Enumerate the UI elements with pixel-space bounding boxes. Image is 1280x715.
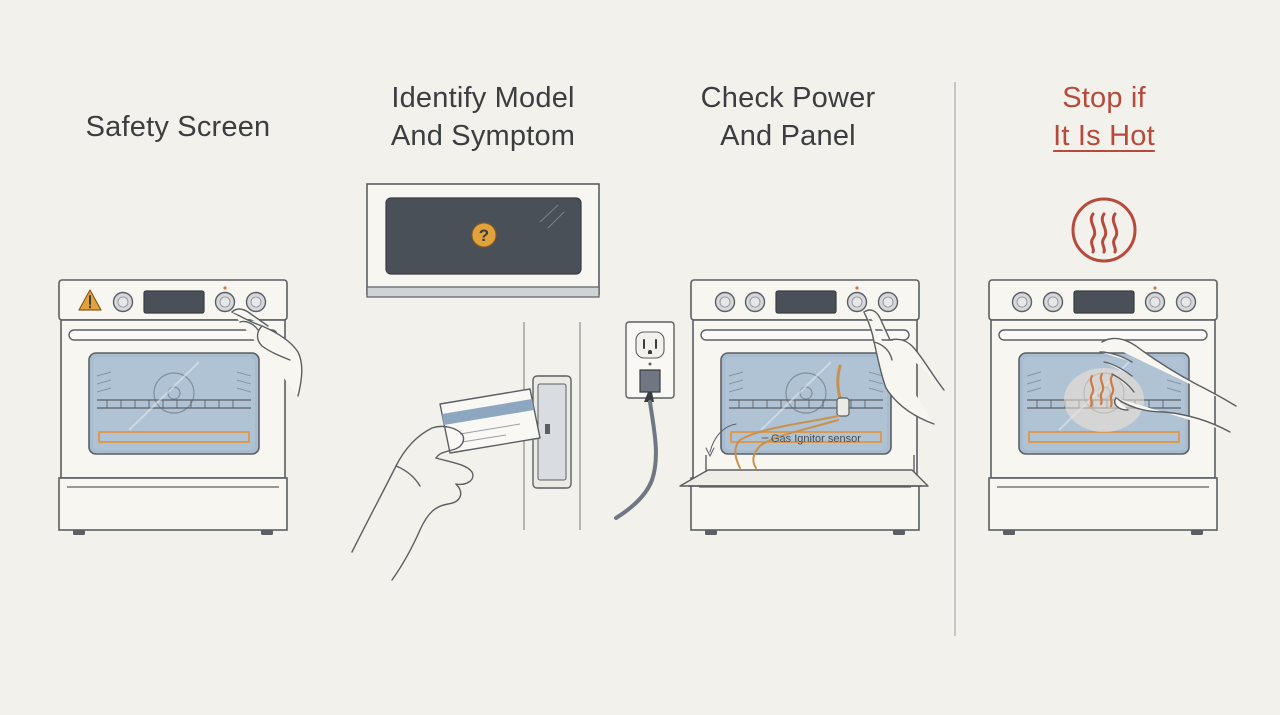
step-1-oven (58, 279, 288, 536)
hand-illustration (231, 308, 303, 397)
knob-icon (1144, 291, 1166, 313)
step-4-title: Stop if It Is Hot (984, 79, 1224, 155)
step-3-title: Check Power And Panel (668, 79, 908, 155)
wall-outlet (625, 321, 675, 402)
knob-icon (245, 291, 267, 313)
knob-icon (1042, 291, 1064, 313)
knob-icon (744, 291, 766, 313)
power-cord (614, 400, 658, 520)
hand-illustration (1099, 337, 1237, 433)
knob-icon (112, 291, 134, 313)
svg-text:?: ? (479, 226, 489, 245)
wall-tablet (532, 375, 572, 489)
step-4-title-line-2: It Is Hot (1053, 120, 1155, 152)
step-1-title-line-1: Safety Screen (85, 111, 271, 143)
heat-waves-icon (1071, 197, 1137, 263)
step-3-oven (690, 279, 920, 536)
step-2-title-line-2: And Symptom (390, 120, 576, 152)
step-2-title: Identify Model And Symptom (363, 79, 603, 155)
hand-illustration (351, 425, 474, 581)
knob-icon (214, 291, 236, 313)
warning-triangle-icon (78, 289, 102, 311)
step-1-title: Safety Screen (58, 108, 298, 146)
hand-illustration (863, 309, 945, 425)
ignitor-label: Gas Ignitor sensor (771, 433, 861, 445)
heat-icon (1089, 372, 1115, 408)
knob-icon (714, 291, 736, 313)
model-display-panel: ? (366, 183, 600, 298)
step-3-title-line-1: Check Power (700, 82, 876, 114)
oven-display (143, 290, 205, 314)
gas-ignitor-sensor (705, 364, 850, 469)
step-2-title-line-1: Identify Model (391, 82, 575, 114)
step-3-title-line-2: And Panel (720, 120, 856, 152)
oven-display (1073, 290, 1135, 314)
step-4-oven (988, 279, 1218, 536)
oven-display (775, 290, 837, 314)
knob-icon (846, 291, 868, 313)
question-mark-icon: ? (471, 222, 497, 248)
knob-icon (1175, 291, 1197, 313)
model-card (439, 388, 541, 454)
step-4-title-line-1: Stop if (1062, 82, 1146, 114)
knob-icon (1011, 291, 1033, 313)
open-oven-door (679, 455, 929, 487)
knob-icon (877, 291, 899, 313)
